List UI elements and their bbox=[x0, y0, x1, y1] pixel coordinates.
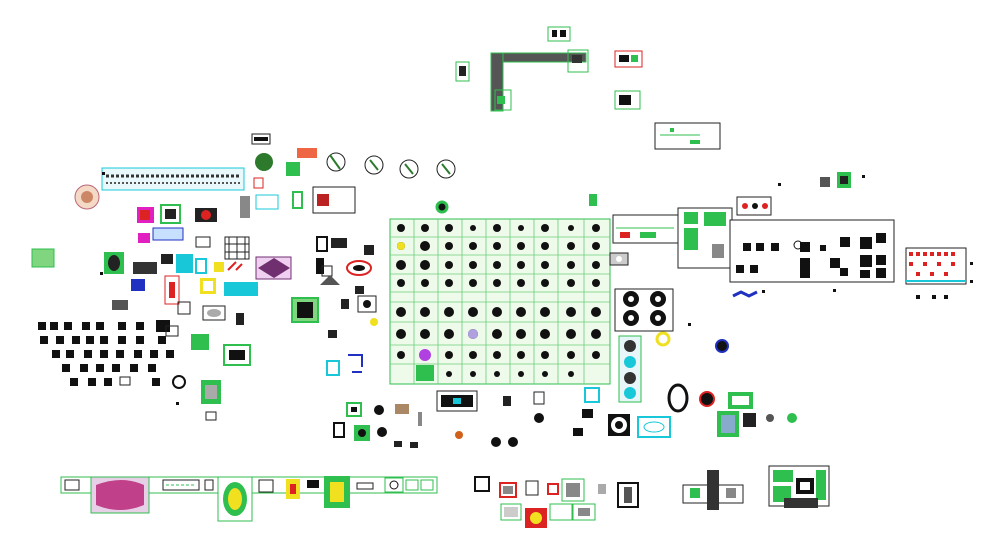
bottom-strip[interactable] bbox=[60, 476, 438, 522]
center-right-column[interactable] bbox=[609, 214, 797, 437]
right-panel[interactable] bbox=[677, 172, 967, 299]
bottom-right-plans[interactable] bbox=[682, 465, 830, 510]
mid-left-cluster[interactable] bbox=[291, 236, 378, 376]
left-cluster[interactable] bbox=[31, 204, 292, 421]
main-symbol-grid[interactable] bbox=[389, 200, 611, 385]
left-top-cluster[interactable] bbox=[74, 133, 597, 218]
misc-marks bbox=[100, 172, 973, 405]
bottom-center-group[interactable] bbox=[474, 476, 639, 528]
top-plan[interactable] bbox=[455, 26, 721, 150]
center-bottom-cluster[interactable] bbox=[333, 387, 671, 448]
